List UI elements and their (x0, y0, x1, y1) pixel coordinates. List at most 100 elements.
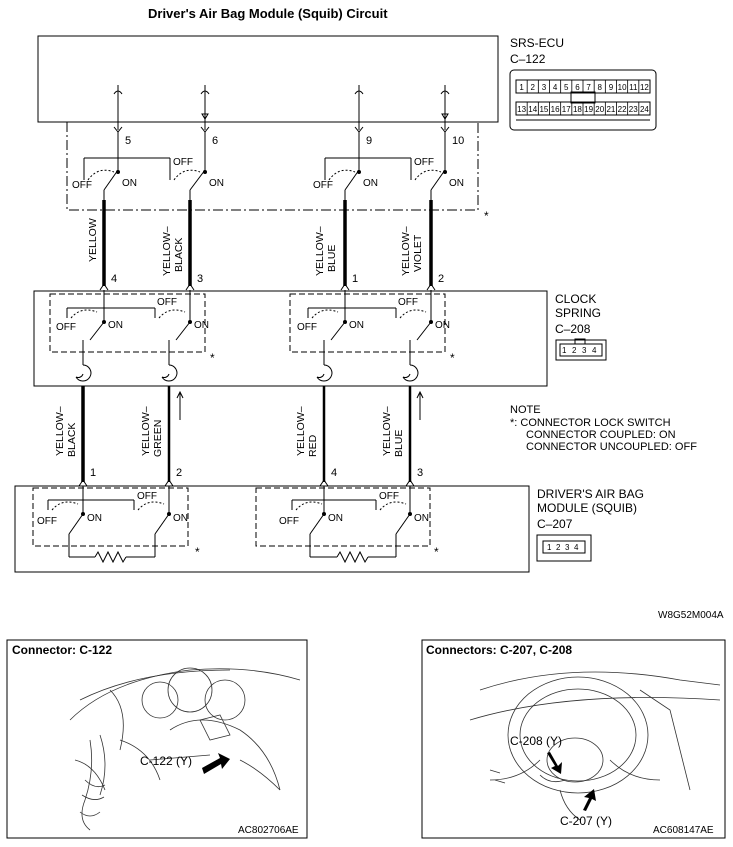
svg-text:3: 3 (565, 543, 570, 552)
upper-wire-1-color: YELLOW (87, 218, 99, 262)
airbag-module-box (14, 485, 530, 573)
cs-sw2-on: ON (194, 320, 209, 331)
ecu-sw3-off: OFF (313, 180, 333, 191)
panel-left-title: Connector: C-122 (12, 643, 112, 657)
upper-wire-4-color-a: YELLOW– (400, 226, 412, 276)
abm-sw2-off: OFF (137, 491, 157, 502)
upper-wire-3-color-a: YELLOW– (314, 226, 326, 276)
abm-sw2-on: ON (173, 513, 188, 524)
panel-left-code: AC802706AE (238, 825, 299, 836)
lower-wire-2-color-a: YELLOW– (140, 406, 152, 456)
ecu-connector-pin: 5 (564, 83, 569, 92)
ecu-connector-pin: 6 (575, 83, 580, 92)
ecu-connector-pin: 12 (640, 83, 649, 92)
ecu-connector-pin: 23 (629, 105, 638, 114)
airbag-module-name-1: DRIVER'S AIR BAG (537, 487, 644, 501)
ecu-connector-pin: 19 (584, 105, 593, 114)
cs-top-pin-4: 4 (111, 273, 117, 285)
ecu-connector-pin: 3 (542, 83, 547, 92)
abm-sw1-on: ON (87, 513, 102, 524)
lower-wire-2-color-b: GREEN (152, 420, 164, 457)
ecu-connector-pin: 11 (629, 83, 638, 92)
ecu-connector-pin: 17 (562, 105, 571, 114)
ecu-pin-6: 6 (212, 135, 218, 147)
clock-spring-name-1: CLOCK (555, 292, 596, 306)
svg-text:2: 2 (556, 543, 561, 552)
svg-text:3: 3 (582, 346, 587, 355)
ecu-lock-switch-boundary (66, 122, 479, 211)
ecu-connector-pin: 13 (517, 105, 526, 114)
lower-wire-3-color-a: YELLOW– (295, 406, 307, 456)
ecu-connector-pin: 4 (553, 83, 558, 92)
svg-text:4: 4 (574, 543, 579, 552)
abm-sw4-off: OFF (379, 491, 399, 502)
lower-wires (78, 386, 424, 487)
abm-pin-1: 1 (90, 467, 96, 479)
cs-sw4-on: ON (435, 320, 450, 331)
cs-sw1-off: OFF (56, 322, 76, 333)
abm-sw3-on: ON (328, 513, 343, 524)
panel-right-callout-top: C-208 (Y) (510, 734, 562, 748)
clock-spring-switches (66, 290, 433, 382)
connector-c122-panel (6, 639, 308, 839)
ecu-connector-pin: 22 (618, 105, 627, 114)
srs-ecu-internal-lines (113, 85, 450, 133)
airbag-module-connector-face (536, 534, 592, 562)
lower-wire-1-color-a: YELLOW– (54, 406, 66, 456)
ecu-connector-pin: 2 (531, 83, 536, 92)
ecu-sw2-off: OFF (173, 157, 193, 168)
ecu-connector-pin: 15 (539, 105, 548, 114)
connectors-c207-c208-panel (421, 639, 726, 839)
ecu-sw4-off: OFF (414, 157, 434, 168)
ecu-pin-5: 5 (125, 135, 131, 147)
panel-right-callout-bottom: C-207 (Y) (560, 814, 612, 828)
ecu-sw3-on: ON (363, 178, 378, 189)
airbag-module-connector-label: C–207 (537, 517, 573, 531)
ecu-pin-9: 9 (366, 135, 372, 147)
ecu-sw1-on: ON (122, 178, 137, 189)
upper-wire-2-color-a: YELLOW– (161, 226, 173, 276)
cs-asterisk-right: * (450, 351, 455, 365)
cs-sw3-on: ON (349, 320, 364, 331)
clock-spring-name-2: SPRING (555, 306, 601, 320)
abm-asterisk-left: * (195, 545, 200, 559)
cs-sw2-off: OFF (157, 297, 177, 308)
panel-left-callout: C-122 (Y) (140, 754, 192, 768)
ecu-pin-10: 10 (452, 135, 464, 147)
abm-asterisk-right: * (434, 545, 439, 559)
upper-wire-3-color-b: BLUE (326, 245, 338, 272)
srs-ecu-box (37, 35, 499, 123)
figure-code: W8G52M004A (658, 610, 724, 621)
lower-wire-1-color-b: BLACK (66, 423, 78, 457)
ecu-asterisk: * (484, 209, 489, 223)
ecu-connector-pin: 18 (573, 105, 582, 114)
cs-top-pin-2: 2 (438, 273, 444, 285)
panel-right-code: AC608147AE (653, 825, 714, 836)
abm-pin-3: 3 (417, 467, 423, 479)
abm-lock-switch-left (32, 487, 189, 547)
abm-lock-switch-right (255, 487, 431, 547)
upper-wires (99, 200, 436, 291)
srs-ecu-name: SRS-ECU (510, 36, 564, 50)
abm-pin-4: 4 (331, 467, 337, 479)
ecu-connector-pin: 8 (598, 83, 603, 92)
clock-spring-connector-label: C–208 (555, 322, 591, 336)
airbag-module-switches (47, 486, 412, 564)
lower-wire-4-color-a: YELLOW– (381, 406, 393, 456)
abm-sw3-off: OFF (279, 516, 299, 527)
airbag-module-name-2: MODULE (SQUIB) (537, 501, 637, 515)
cs-sw1-on: ON (108, 320, 123, 331)
steering-wheel-illustration (469, 671, 721, 821)
upper-wire-2-color-b: BLACK (173, 238, 185, 272)
ecu-connector-pin: 10 (618, 83, 627, 92)
cs-sw4-off: OFF (398, 297, 418, 308)
ecu-connector-pin: 16 (551, 105, 560, 114)
ecu-sw2-on: ON (209, 178, 224, 189)
clock-spring-connector-face (555, 338, 607, 361)
abm-sw4-on: ON (414, 513, 429, 524)
note-heading: NOTE (510, 404, 541, 416)
lower-wire-3-color-b: RED (307, 434, 319, 457)
ecu-connector-pin: 9 (609, 83, 614, 92)
